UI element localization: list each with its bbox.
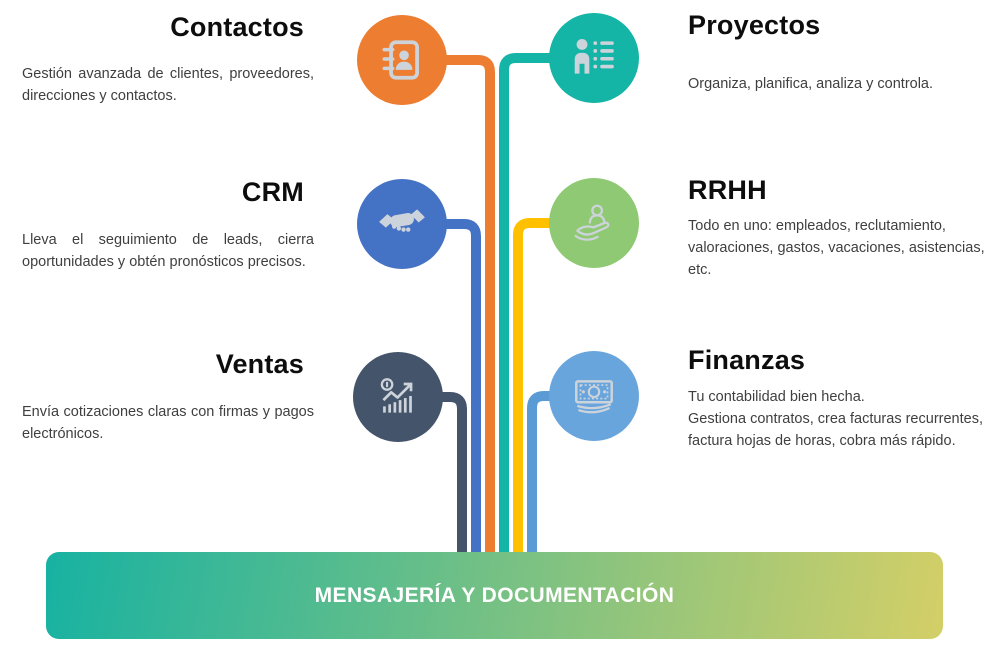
rrhh-title: RRHH <box>688 175 767 205</box>
ventas-icon-circle <box>353 352 443 442</box>
rrhh-icon-circle <box>549 178 639 268</box>
footer-bar: MENSAJERÍA Y DOCUMENTACIÓN <box>46 552 943 639</box>
handshake-icon <box>379 209 425 232</box>
rrhh-description: Todo en uno: empleados, reclutamiento, v… <box>688 218 985 278</box>
footer-label: MENSAJERÍA Y DOCUMENTACIÓN <box>314 583 675 607</box>
person-tasks-icon <box>574 39 614 74</box>
proyectos-icon-circle <box>549 13 639 103</box>
finanzas-connector <box>527 391 580 556</box>
rrhh-connector <box>513 218 580 556</box>
crm-description: Lleva el seguimiento de leads, cierra op… <box>22 232 314 270</box>
contactos-title: Contactos <box>170 12 304 42</box>
contactos-connector <box>415 55 495 556</box>
finanzas-title: Finanzas <box>688 345 806 375</box>
crm-icon-circle <box>357 179 447 269</box>
finanzas-description-line1: Tu contabilidad bien hecha. <box>688 389 865 405</box>
finanzas-description-line2: Gestiona contratos, crea facturas recurr… <box>688 410 983 449</box>
crm-title: CRM <box>241 177 304 207</box>
ventas-description: Envía cotizaciones claras con firmas y p… <box>22 404 314 442</box>
proyectos-title: Proyectos <box>688 10 821 40</box>
sales-chart-icon <box>380 378 413 413</box>
contactos-icon-circle <box>357 15 447 105</box>
contactos-description: Gestión avanzada de clientes, proveedore… <box>22 66 314 104</box>
finanzas-icon-circle <box>549 351 639 441</box>
hand-person-icon <box>574 204 610 241</box>
ventas-connector <box>415 392 467 556</box>
crm-connector <box>415 219 481 556</box>
finanzas-description: Tu contabilidad bien hecha. Gestiona con… <box>688 387 986 452</box>
address-book-icon <box>382 40 419 80</box>
proyectos-connector <box>499 53 580 556</box>
ventas-title: Ventas <box>215 349 304 379</box>
banknotes-icon <box>575 380 613 414</box>
proyectos-description: Organiza, planifica, analiza y controla. <box>688 76 934 92</box>
